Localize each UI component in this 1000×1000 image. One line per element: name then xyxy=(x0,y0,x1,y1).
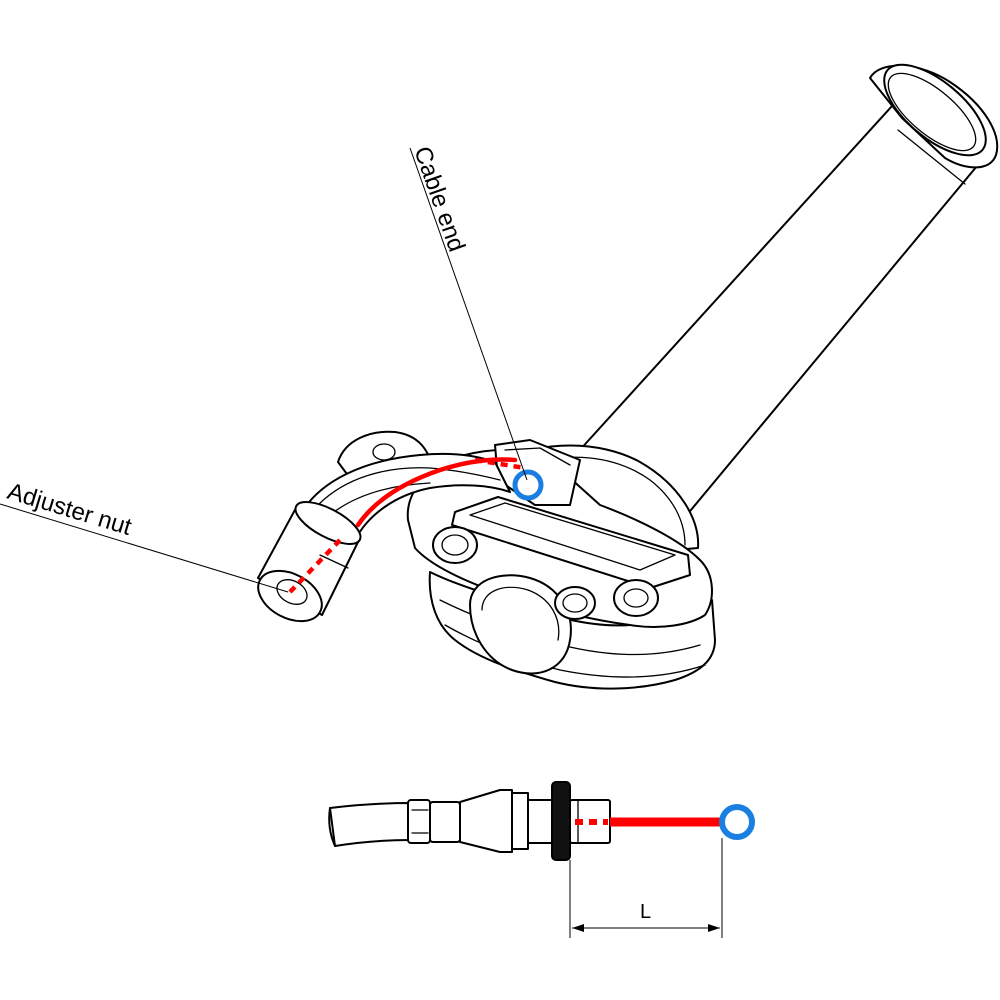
screw-boss-left xyxy=(432,526,478,564)
inner-cable xyxy=(288,457,544,594)
cable-ferrule xyxy=(407,799,461,844)
cable-end-ring-detail xyxy=(719,804,755,840)
screw-boss-front xyxy=(613,579,659,617)
screw-boss-right xyxy=(554,586,596,620)
cable-end-label: Cable end xyxy=(408,143,470,255)
dimension-l: L xyxy=(569,838,723,938)
throttle-housing xyxy=(406,439,716,690)
adjuster-nut-label: Adjuster nut xyxy=(4,478,135,541)
cable-detail-drawing: L xyxy=(328,781,755,938)
throttle-grip-tube xyxy=(577,63,999,529)
cable-end-callout: Cable end xyxy=(408,143,528,481)
adjuster-nut xyxy=(257,501,362,623)
adjuster-nut-callout: Adjuster nut xyxy=(0,478,289,593)
cable-end-ring xyxy=(512,469,544,501)
dimension-l-label: L xyxy=(640,901,651,923)
lock-nut xyxy=(551,781,571,861)
